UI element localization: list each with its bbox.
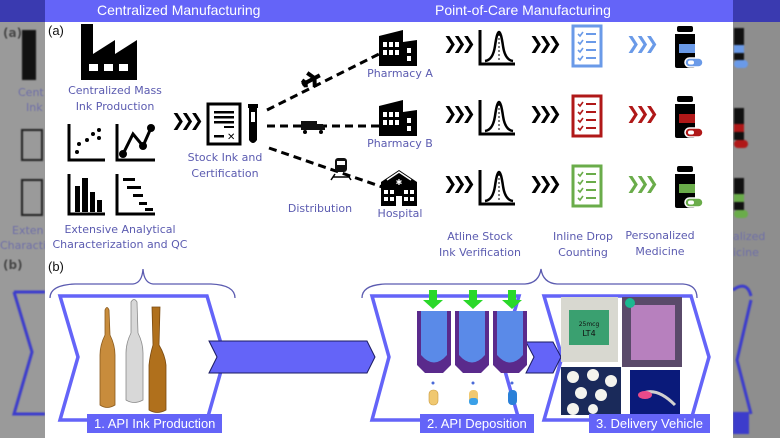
ghost-text: icine [733, 246, 759, 259]
medicine-bottle-icon [675, 166, 704, 208]
centralized-manufacturing-title: Centralized Manufacturing [97, 2, 261, 18]
film-text-line1: 25mcg [579, 321, 600, 328]
ampoule-strip-photo [622, 297, 682, 367]
green-down-arrow-icons [423, 290, 522, 309]
catheter-photo [630, 370, 680, 415]
connector-arrow-1 [208, 340, 376, 374]
panel-a-label: (a) [48, 23, 64, 38]
connector-arrow-2 [525, 341, 562, 374]
atline-label-line2: Ink Verification [439, 246, 521, 259]
chevron-arrow-icon: ❯❯❯ [529, 104, 562, 124]
site-label: Hospital [377, 207, 423, 220]
step-label-api-deposition: 2. API Deposition [420, 414, 534, 433]
ghost-text: Exten [12, 224, 44, 237]
left-blurred-backdrop: (a) Cent Ink Exten Characti (b) [0, 0, 45, 438]
site-label: Pharmacy B [367, 137, 433, 150]
dispenser-cartridges [417, 311, 527, 373]
chevron-arrow-icon: ❯❯❯ [443, 174, 476, 194]
centralized-mass-label-line1: Centralized Mass [68, 84, 162, 97]
svg-text:✱: ✱ [396, 178, 403, 187]
film-text-line2: LT4 [582, 329, 595, 338]
step-label-api-ink-production: 1. API Ink Production [87, 414, 223, 433]
inline-drop-label-line2: Counting [558, 246, 608, 259]
bell-curve-icon [478, 170, 515, 206]
ghost-chevron [12, 30, 45, 416]
chevron-arrow-icon: ❯❯❯ [529, 174, 562, 194]
hospital-building-icon: ✱ [381, 170, 417, 206]
medicine-bottle-icon [675, 96, 704, 138]
panel-b-label: (b) [48, 259, 64, 274]
chevron-arrow-icon: ❯❯❯ [529, 34, 562, 54]
atline-label-line1: Atline Stock [447, 230, 513, 243]
chevron-arrow-icon: ❯❯❯ [443, 104, 476, 124]
chevron-arrow-icon: ❯❯❯ [626, 34, 659, 54]
step-label-delivery-vehicle: 3. Delivery Vehicle [589, 414, 710, 433]
brace-step-2-3 [361, 268, 698, 299]
checklist-icon [571, 24, 603, 68]
analytics-icons [67, 124, 155, 216]
stock-ink-label-line1: Stock Ink and [187, 151, 263, 164]
svg-text:✕: ✕ [227, 132, 235, 143]
ghost-text: alized [733, 230, 766, 243]
checklist-icon [571, 164, 603, 208]
stock-ink-label-line2: Certification [191, 167, 259, 180]
right-header-bar [733, 0, 780, 22]
left-header-bar [0, 0, 45, 22]
ghost-text: Characti [0, 239, 45, 252]
brace-step-1 [49, 268, 236, 299]
train-icon [330, 158, 352, 181]
scatter-plot-icon [67, 124, 105, 162]
pharmacy-building-icon [379, 100, 417, 136]
analytics-label-line2: Characterization and QC [52, 238, 188, 251]
bell-curve-icon [478, 100, 515, 136]
truck-icon [301, 121, 325, 134]
test-tube-icon [248, 104, 258, 143]
right-blurred-backdrop: alized icine [733, 0, 780, 438]
amber-ampoule-icon [99, 307, 116, 408]
airplane-icon [300, 71, 321, 88]
site-label: Pharmacy A [367, 67, 433, 80]
certificate-icon: ✕ [206, 102, 258, 146]
chevron-arrow-icon: ❯❯❯ [626, 174, 659, 194]
checklist-icon [571, 94, 603, 138]
point-of-care-manufacturing-title: Point-of-Care Manufacturing [435, 2, 611, 18]
ghost-text: Cent [18, 86, 44, 99]
ghost-text: Ink [26, 101, 43, 114]
header-bar: Centralized Manufacturing Point-of-Care … [45, 0, 733, 22]
inline-drop-label-line1: Inline Drop [552, 230, 614, 243]
ghost-label-b: (b) [3, 258, 23, 272]
chevron-arrow-icon: ❯❯❯ [443, 34, 476, 54]
centralized-mass-label-line2: Ink Production [75, 100, 155, 113]
line-chart-icon [115, 124, 155, 162]
ghost-label-a: (a) [3, 26, 23, 40]
analytics-label-line1: Extensive Analytical [64, 223, 176, 236]
distribution-label: Distribution [287, 202, 353, 215]
tablet-tray-photo [561, 367, 621, 415]
factory-icon [81, 24, 137, 80]
personalized-label-line2: Medicine [635, 245, 685, 258]
bell-curve-icon [478, 30, 515, 66]
medicine-bottle-icon [675, 26, 704, 68]
gantt-chart-icon [115, 174, 155, 216]
figure-panel: Centralized Manufacturing Point-of-Care … [45, 0, 733, 438]
ghost-medicine-icons [733, 28, 753, 434]
personalized-label-line1: Personalized [625, 229, 695, 242]
chevron-arrow-icon: ❯❯❯ [171, 111, 204, 131]
capsule-icons [428, 381, 517, 406]
bar-chart-icon [67, 174, 105, 216]
clear-ampoule-icon [125, 299, 144, 403]
brown-ampoule-icon [148, 306, 167, 413]
chevron-arrow-icon: ❯❯❯ [626, 104, 659, 124]
pharmacy-building-icon [379, 30, 417, 66]
